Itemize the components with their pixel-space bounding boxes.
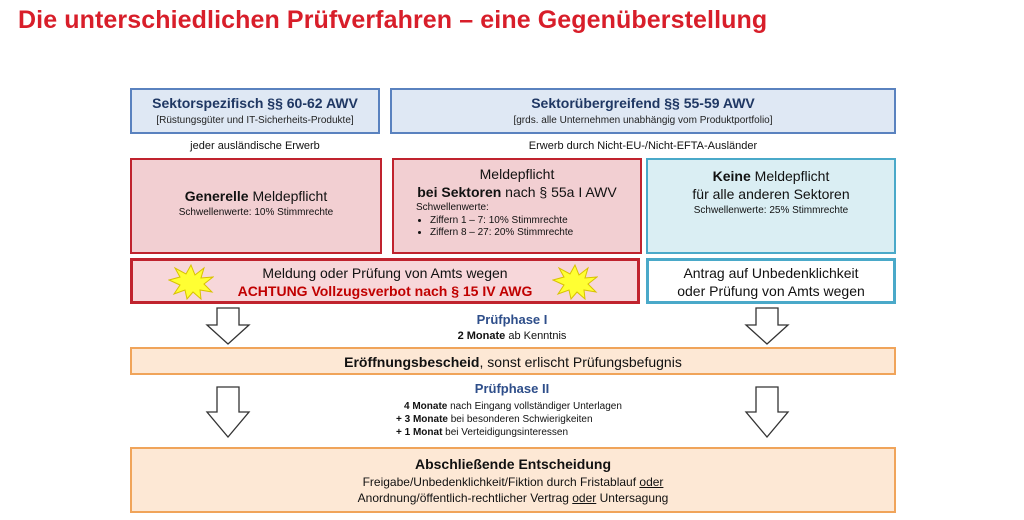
phase2-duration-rest: bei besonderen Schwierigkeiten	[447, 414, 593, 425]
phase1-title: Prüfphase I	[476, 312, 548, 327]
report-line1: Meldung oder Prüfung von Amts wegen	[262, 265, 508, 281]
phase2-duration-rest: nach Eingang vollständiger Unterlagen	[447, 401, 622, 412]
header-sector-specific: Sektorspezifisch §§ 60-62 AWV [Rüstungsg…	[130, 88, 380, 134]
opening-decision-text: Eröffnungsbescheid, sonst erlischt Prüfu…	[132, 354, 894, 370]
sector-obligation-threshold-label: Schwellenwerte:	[416, 202, 489, 213]
phase2-durations: 4 Monate nach Eingang vollständiger Unte…	[396, 400, 696, 439]
sector-obligation-line2: bei Sektoren nach § 55a I AWV	[394, 184, 640, 200]
phase2-title: Prüfphase II	[474, 381, 550, 396]
final-decision-title: Abschließende Entscheidung	[414, 456, 612, 472]
scope-right: Erwerb durch Nicht-EU-/Nicht-EFTA-Auslän…	[528, 140, 758, 152]
scope-left: jeder ausländische Erwerb	[190, 140, 320, 152]
header-cross-sector-heading: Sektorübergreifend §§ 55-59 AWV	[531, 95, 755, 111]
phase2-duration-rest: bei Verteidigungsinteressen	[442, 427, 569, 438]
phase2-duration-line: 4 Monate nach Eingang vollständiger Unte…	[396, 400, 696, 413]
down-arrow-icon	[205, 307, 251, 345]
application-line2: oder Prüfung von Amts wegen	[677, 283, 865, 299]
no-obligation-line2: für alle anderen Sektoren	[692, 186, 850, 202]
warning-burst-icon	[552, 264, 598, 300]
phase2-duration-line: + 1 Monat bei Verteidigungsinteressen	[396, 426, 696, 439]
no-obligation-title: Keine Meldepflicht	[648, 168, 894, 184]
phase1-duration-rest: ab Kenntnis	[505, 330, 567, 342]
page-title: Die unterschiedlichen Prüfverfahren – ei…	[18, 6, 768, 34]
report-warning: ACHTUNG Vollzugsverbot nach § 15 IV AWG	[237, 283, 533, 299]
down-arrow-icon	[205, 386, 251, 438]
general-obligation-box: Generelle Meldepflicht Schwellenwerte: 1…	[130, 158, 382, 254]
application-line1: Antrag auf Unbedenklichkeit	[683, 265, 859, 281]
sector-obligation-box: Meldepflicht bei Sektoren nach § 55a I A…	[392, 158, 642, 254]
sector-obligation-bold: bei Sektoren	[417, 184, 502, 200]
sector-obligation-rest: nach § 55a I AWV	[501, 184, 617, 200]
opening-decision-rest: , sonst erlischt Prüfungsbefugnis	[479, 354, 682, 370]
final-decision-line1: Freigabe/Unbedenklichkeit/Fiktion durch …	[132, 475, 894, 489]
phase1-duration-bold: 2 Monate	[457, 330, 506, 342]
down-arrow-icon	[744, 307, 790, 345]
final-decision-or: oder	[572, 491, 597, 505]
sector-threshold-list: Ziffern 1 – 7: 10% Stimmrechte Ziffern 8…	[394, 215, 640, 238]
final-decision-line2: Anordnung/öffentlich-rechtlicher Vertrag…	[132, 491, 894, 505]
final-decision-line1-text: Freigabe/Unbedenklichkeit/Fiktion durch …	[362, 475, 637, 489]
general-obligation-bold: Generelle	[184, 188, 249, 204]
no-obligation-rest: Meldepflicht	[750, 168, 830, 184]
general-obligation-rest: Meldepflicht	[248, 188, 328, 204]
header-sector-specific-heading: Sektorspezifisch §§ 60-62 AWV	[152, 95, 358, 111]
opening-decision-box: Eröffnungsbescheid, sonst erlischt Prüfu…	[130, 347, 896, 375]
phase2-duration-line: + 3 Monate bei besonderen Schwierigkeite…	[396, 413, 696, 426]
phase2-duration-bold: 4 Monate	[404, 401, 448, 412]
opening-decision-bold: Eröffnungsbescheid	[344, 354, 480, 370]
warning-burst-icon	[168, 264, 214, 300]
final-decision-line2-text: Anordnung/öffentlich-rechtlicher Vertrag	[357, 491, 569, 505]
sector-obligation-line1: Meldepflicht	[479, 166, 555, 182]
no-obligation-bold: Keine	[712, 168, 751, 184]
header-sector-specific-sub: [Rüstungsgüter und IT-Sicherheits-Produk…	[156, 115, 354, 126]
phase1-duration: 2 Monate ab Kenntnis	[390, 330, 634, 342]
phase2-duration-bold: + 3 Monate	[396, 414, 448, 425]
final-decision-line2-end: Untersagung	[599, 491, 669, 505]
general-obligation-threshold: Schwellenwerte: 10% Stimmrechte	[178, 207, 334, 218]
general-obligation-title: Generelle Meldepflicht	[132, 188, 380, 204]
final-decision-box: Abschließende Entscheidung Freigabe/Unbe…	[130, 447, 896, 513]
header-cross-sector: Sektorübergreifend §§ 55-59 AWV [grds. a…	[390, 88, 896, 134]
sector-threshold-item: Ziffern 1 – 7: 10% Stimmrechte	[430, 215, 640, 226]
no-obligation-box: Keine Meldepflicht für alle anderen Sekt…	[646, 158, 896, 254]
header-cross-sector-sub: [grds. alle Unternehmen unabhängig vom P…	[513, 115, 773, 126]
no-obligation-threshold: Schwellenwerte: 25% Stimmrechte	[693, 205, 849, 216]
down-arrow-icon	[744, 386, 790, 438]
sector-threshold-item: Ziffern 8 – 27: 20% Stimmrechte	[430, 227, 640, 238]
application-box: Antrag auf Unbedenklichkeit oder Prüfung…	[646, 258, 896, 304]
final-decision-or: oder	[639, 475, 664, 489]
phase2-duration-bold: + 1 Monat	[396, 427, 443, 438]
